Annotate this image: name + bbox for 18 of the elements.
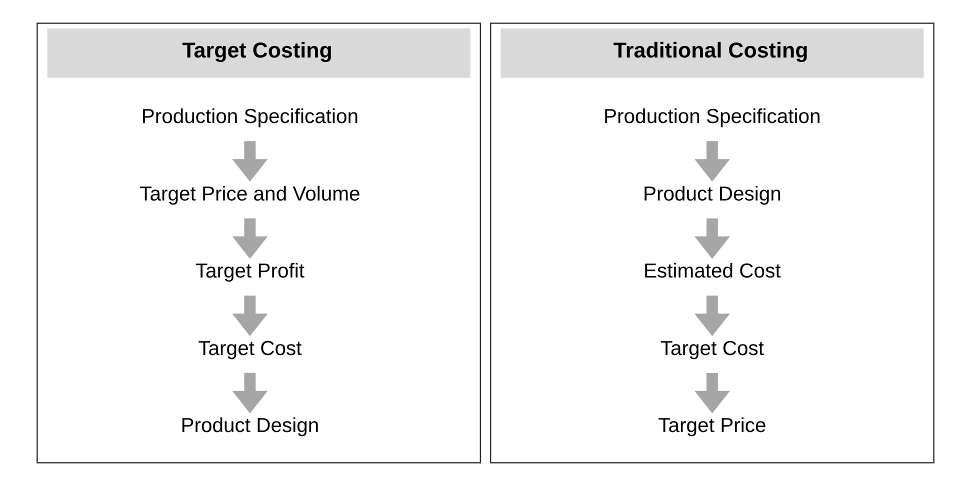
arrow — [694, 372, 730, 414]
node-text: Product Design — [642, 183, 781, 206]
arrow — [694, 296, 730, 336]
arrow — [232, 218, 268, 259]
arrow — [232, 372, 268, 414]
arrow — [232, 141, 268, 182]
arrow — [694, 218, 730, 259]
node-text: Target Profit — [194, 260, 304, 283]
arrow — [232, 296, 268, 336]
node-text: Product Design — [180, 415, 319, 438]
node-text: Target Price — [658, 415, 766, 438]
arrow — [694, 141, 730, 182]
node-text: Target Price and Volume — [139, 183, 360, 206]
node-text: Target Cost — [660, 338, 764, 360]
node-text: Estimated Cost — [643, 260, 780, 283]
node-text: Target Cost — [198, 338, 302, 360]
node-text: Production Specification — [140, 106, 358, 128]
node-text: Production Specification — [603, 106, 820, 128]
